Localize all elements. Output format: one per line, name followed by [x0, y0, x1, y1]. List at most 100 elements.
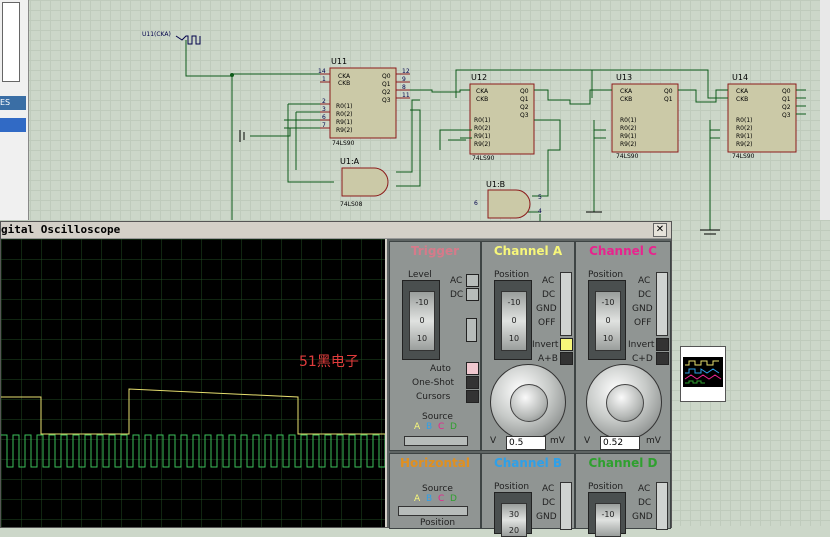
oscilloscope-instrument-icon[interactable] [680, 346, 726, 402]
svg-text:6: 6 [474, 200, 478, 207]
svg-text:R0(1): R0(1) [736, 117, 753, 124]
channel-d-coupling-slider[interactable] [656, 482, 668, 530]
channel-a-header: Channel A [493, 244, 563, 258]
clock-symbol-icon[interactable] [175, 35, 201, 45]
oscilloscope-window[interactable]: gital Oscilloscope ✕ 51黑电子 Trigger Level… [0, 221, 672, 537]
horizontal-source-slider[interactable] [398, 506, 468, 516]
horizontal-header: Horizontal [399, 456, 471, 470]
channel-b-coupling-slider[interactable] [560, 482, 572, 530]
cursors-button[interactable] [466, 390, 479, 403]
channel-c-coupling-slider[interactable] [656, 272, 668, 336]
svg-text:R9(1): R9(1) [474, 133, 491, 140]
svg-text:R9(1): R9(1) [336, 119, 353, 126]
chip-u13-ref: U13 [616, 73, 632, 82]
channel-c-invert-toggle[interactable] [656, 338, 669, 351]
and-gate-u1a[interactable] [341, 167, 389, 197]
svg-text:Q0: Q0 [664, 88, 673, 95]
trigger-header: Trigger [410, 244, 460, 258]
svg-text:1: 1 [322, 76, 326, 83]
trigger-dc-toggle[interactable] [466, 288, 479, 301]
left-panel-label: ES [0, 96, 26, 110]
svg-text:Q2: Q2 [782, 104, 791, 111]
channel-a-invert-toggle[interactable] [560, 338, 573, 351]
svg-text:74LS08: 74LS08 [340, 201, 363, 208]
channel-d-panel: Channel D Position -10 AC DC GND [575, 453, 671, 537]
channel-d-position-knob[interactable]: -10 [588, 492, 626, 537]
scope-traces: 51黑电子 [1, 239, 391, 527]
watermark-text: 51黑电子 [299, 354, 359, 370]
left-panel[interactable]: ES [0, 0, 29, 220]
svg-text:R0(1): R0(1) [620, 117, 637, 124]
svg-text:R9(2): R9(2) [336, 127, 353, 134]
svg-text:Q1: Q1 [664, 96, 673, 103]
svg-text:14: 14 [318, 68, 326, 75]
svg-text:U1:A: U1:A [340, 157, 360, 166]
chip-u13[interactable] [611, 83, 679, 153]
window-title: gital Oscilloscope [1, 223, 121, 236]
channel-c-sum-toggle[interactable] [656, 352, 669, 365]
trigger-ac-toggle[interactable] [466, 274, 479, 287]
svg-text:Q1: Q1 [520, 96, 529, 103]
chip-u14[interactable] [727, 83, 797, 153]
channel-a-sum-toggle[interactable] [560, 352, 573, 365]
svg-text:R0(2): R0(2) [336, 111, 353, 118]
svg-text:4: 4 [538, 208, 542, 215]
svg-text:Q1: Q1 [782, 96, 791, 103]
oneshot-button[interactable] [466, 376, 479, 389]
trigger-source-slider[interactable] [404, 436, 468, 446]
trigger-edge-toggle[interactable] [466, 318, 477, 342]
svg-text:CKA: CKA [620, 88, 633, 95]
svg-text:12: 12 [402, 68, 410, 75]
svg-text:R0(2): R0(2) [736, 125, 753, 132]
channel-c-value[interactable]: 0.52 [600, 436, 640, 450]
channel-b-header: Channel B [493, 456, 563, 470]
chip-u12-ref: U12 [471, 73, 487, 82]
trace-b [1, 434, 391, 468]
channel-c-scale-dial[interactable] [586, 364, 662, 440]
channel-a-scale-dial[interactable] [490, 364, 566, 440]
chip-u11-part: 74LS90 [332, 140, 355, 147]
svg-text:R9(1): R9(1) [620, 133, 637, 140]
svg-text:Q3: Q3 [520, 112, 529, 119]
svg-text:CKB: CKB [736, 96, 748, 103]
svg-text:8: 8 [402, 84, 406, 91]
svg-text:11: 11 [402, 92, 410, 99]
svg-text:R9(1): R9(1) [736, 133, 753, 140]
clock-label: U11(CKA) [142, 31, 171, 38]
svg-text:Q2: Q2 [520, 104, 529, 111]
svg-text:R0(1): R0(1) [336, 103, 353, 110]
chip-u12[interactable] [469, 83, 535, 155]
channel-a-value[interactable]: 0.5 [506, 436, 546, 450]
svg-text:74LS90: 74LS90 [616, 153, 639, 160]
chip-u11[interactable] [329, 67, 397, 139]
svg-text:2: 2 [322, 98, 326, 105]
svg-text:5: 5 [538, 194, 542, 201]
svg-text:R0(2): R0(2) [474, 125, 491, 132]
auto-button[interactable] [466, 362, 479, 375]
channel-c-header: Channel C [589, 244, 657, 258]
svg-text:CKA: CKA [736, 88, 749, 95]
svg-text:R0(2): R0(2) [620, 125, 637, 132]
svg-text:R9(2): R9(2) [474, 141, 491, 148]
svg-text:CKA: CKA [476, 88, 489, 95]
svg-text:CKB: CKB [620, 96, 632, 103]
close-button[interactable]: ✕ [653, 223, 667, 237]
channel-d-header: Channel D [588, 456, 658, 470]
svg-text:Q1: Q1 [382, 81, 391, 88]
svg-text:U1:B: U1:B [486, 180, 505, 189]
schematic-drawing: U11(CKA) U11 74LS90 CKA CKB R0(1) R0(2) … [142, 0, 830, 235]
channel-a-coupling-slider[interactable] [560, 272, 572, 336]
svg-text:Q3: Q3 [382, 97, 391, 104]
svg-text:R9(2): R9(2) [736, 141, 753, 148]
title-bar[interactable]: gital Oscilloscope ✕ [1, 222, 671, 239]
and-gate-u1b[interactable] [487, 189, 531, 219]
scope-screen[interactable]: 51黑电子 [1, 239, 391, 527]
